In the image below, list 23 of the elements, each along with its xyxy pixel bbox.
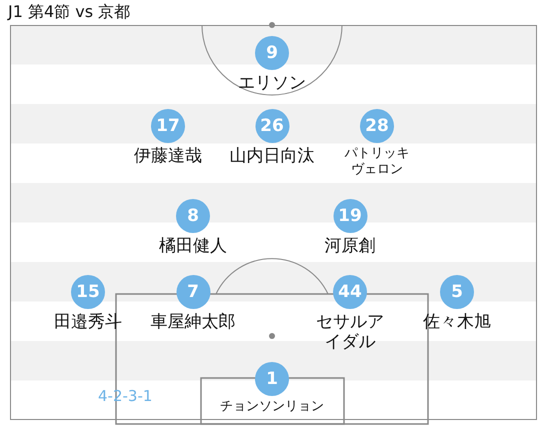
player-marker [314, 275, 386, 352]
player-name: エリソン [238, 73, 306, 93]
title: J1 第4節 vs 京都 [8, 2, 130, 23]
player-marker [423, 275, 491, 332]
player-name: 山内日向汰 [230, 146, 314, 166]
player-name: 伊藤達哉 [134, 146, 202, 166]
player-marker [238, 36, 306, 93]
player-name: 車屋紳太郎 [150, 312, 236, 332]
player-name: 佐々木旭 [423, 312, 491, 332]
player-marker [324, 199, 376, 256]
player-marker [159, 199, 227, 256]
player-marker [230, 109, 314, 166]
player-marker [220, 362, 324, 415]
player-name: セサルアイダル [315, 312, 385, 352]
player-marker [54, 275, 122, 332]
player-name: 橘田健人 [159, 236, 227, 256]
player-name: チョンソンリョン [220, 399, 324, 415]
player-name: パトリッキヴェロン [344, 146, 410, 178]
player-name: 田邉秀斗 [54, 312, 122, 332]
player-marker [134, 109, 202, 166]
shirt-number: 1 [255, 362, 289, 396]
player-marker [150, 275, 236, 332]
player-name: 河原創 [324, 236, 376, 256]
